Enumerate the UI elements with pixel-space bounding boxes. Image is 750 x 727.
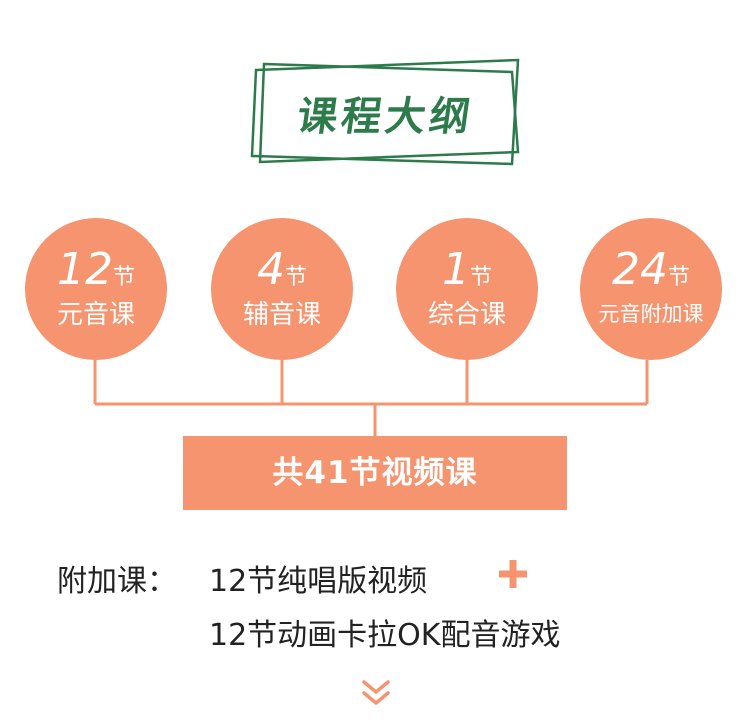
module-count: 24	[611, 244, 668, 295]
extras-label: 附加课：	[57, 564, 177, 599]
page-title: 课程大纲	[294, 94, 477, 140]
module-count-line: 12节	[25, 248, 167, 301]
plus-icon	[499, 560, 527, 588]
module-name: 辅音课	[242, 300, 321, 330]
module-circle-vowel-extra: 24节 元音附加课	[580, 218, 722, 360]
double-chevron-down-icon[interactable]	[361, 678, 391, 708]
extras-item-karaoke: 12节动画卡拉OK配音游戏	[209, 618, 561, 653]
module-count: 12	[56, 244, 113, 295]
module-unit: 节	[284, 265, 307, 290]
module-name: 元音附加课	[598, 302, 704, 326]
module-name: 综合课	[427, 300, 506, 330]
title-frame	[250, 58, 520, 166]
module-unit: 节	[667, 265, 690, 290]
module-name: 元音课	[56, 300, 135, 330]
module-count-line: 24节	[580, 248, 722, 301]
module-unit: 节	[112, 265, 135, 290]
module-count-line: 4节	[211, 248, 353, 301]
module-circle-comprehensive: 1节 综合课	[396, 218, 538, 360]
module-circle-vowel: 12节 元音课	[25, 218, 167, 360]
module-count-line: 1节	[396, 248, 538, 301]
module-count: 1	[441, 244, 470, 295]
extras-item-singing: 12节纯唱版视频	[209, 564, 428, 599]
total-lessons-box: 共41节视频课	[183, 436, 567, 510]
module-circle-consonant: 4节 辅音课	[211, 218, 353, 360]
module-unit: 节	[469, 265, 492, 290]
module-count: 4	[256, 244, 285, 295]
